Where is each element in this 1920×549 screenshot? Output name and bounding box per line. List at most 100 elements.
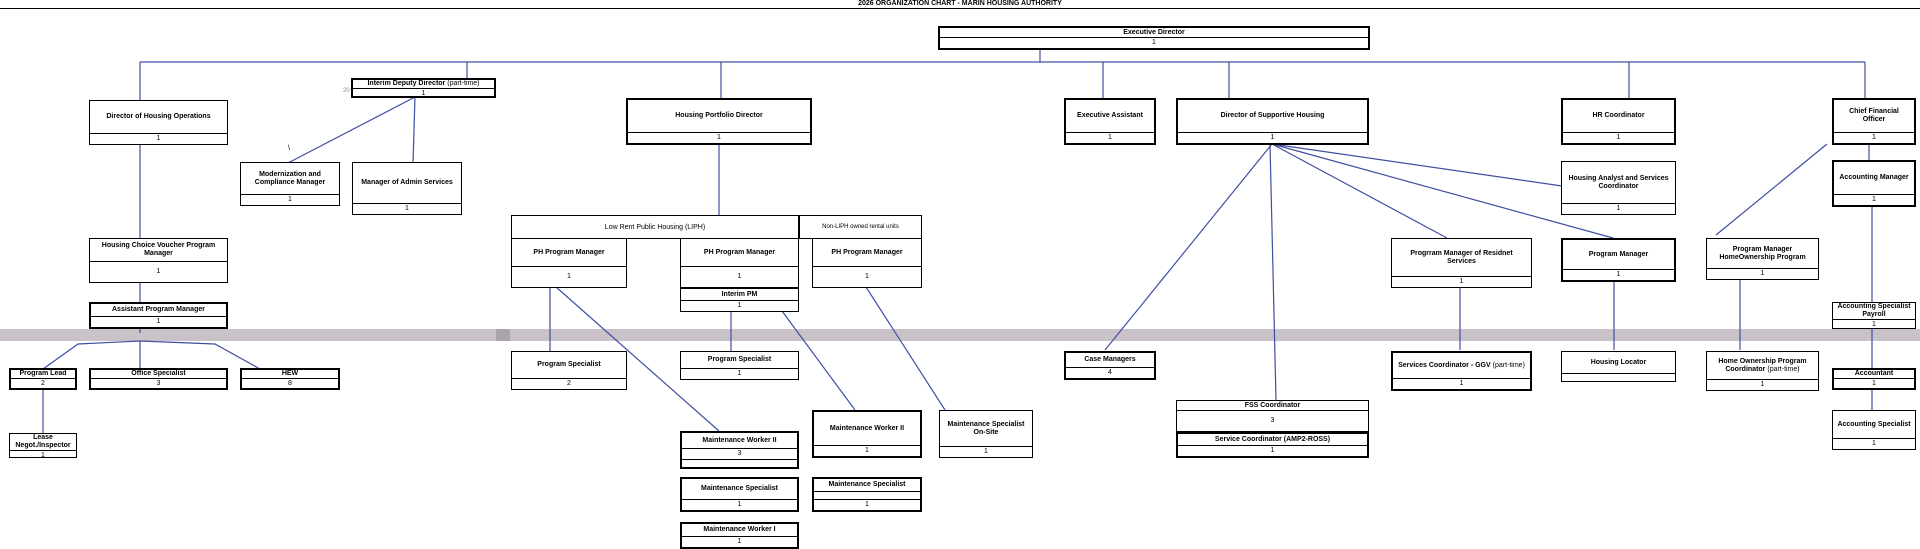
org-box-program-specialist-1: Program Specialist 2: [511, 351, 627, 390]
position-title: Maintenance Specialist: [700, 485, 779, 492]
position-note: (part-time): [1492, 361, 1525, 369]
connector: [1104, 143, 1614, 401]
org-box-accounting-specialist: Accounting Specialist 1: [1832, 410, 1916, 450]
position-count: 1: [353, 203, 461, 214]
position-title: Maintenance Specialist On-Site: [947, 420, 1025, 436]
position-count: 3: [91, 378, 226, 388]
org-box-executive-assistant: Executive Assistant 1: [1064, 98, 1156, 145]
position-title: Lease Negot./Inspector: [15, 434, 71, 449]
org-box-services-coordinator-ggv: Services Coordinator - GGV (part-time) 1: [1391, 351, 1532, 391]
position-title: Office Specialist: [131, 370, 186, 377]
position-count: 1: [813, 266, 921, 287]
position-title: HEW: [281, 370, 299, 377]
position-title: Director of Housing Operations: [106, 113, 211, 120]
position-count: 1: [90, 261, 227, 282]
org-box-cfo: Chief Financial Officer 1: [1832, 98, 1916, 145]
position-count: 1: [353, 88, 494, 98]
org-box-maintenance-specialist-onsite: Maintenance Specialist On-Site 1: [939, 410, 1033, 458]
position-count: 2: [512, 378, 626, 389]
position-title: Chief Financial Officer: [1849, 108, 1899, 123]
position-title: Accounting Specialist Payroll: [1837, 303, 1911, 318]
position-title: Services Coordinator - GGV (part-time): [1393, 353, 1530, 378]
org-box-ph-program-manager-3: PH Program Manager 1: [812, 238, 922, 288]
empty-row: [814, 491, 920, 499]
org-box-program-manager: Program Manager 1: [1561, 238, 1676, 282]
org-box-accounting-manager: Accounting Manager 1: [1832, 160, 1916, 207]
org-box-ph-program-manager-2: PH Program Manager 1: [680, 238, 799, 288]
position-count: 1: [1393, 378, 1530, 389]
org-box-admin-services-manager: Manager of Admin Services 1: [352, 162, 462, 215]
position-count: 1: [940, 446, 1032, 457]
org-box-maintenance-worker-ii-a: Maintenance Worker II 3: [680, 431, 799, 469]
position-count: 1: [1707, 379, 1818, 390]
chart-title: 2026 ORGANIZATION CHART - MARIN HOUSING …: [0, 0, 1920, 9]
org-box-fss-coordinator: FSS Coordinator 3: [1176, 400, 1369, 432]
position-title: HR Coordinator: [1592, 112, 1645, 119]
position-count: 1: [10, 450, 76, 460]
position-count: 8: [242, 378, 338, 388]
position-count: 3: [682, 448, 797, 459]
position-count: 1: [681, 300, 798, 311]
position-title: Program Specialist: [537, 361, 601, 368]
position-title: Service Coordinator (AMP2-ROSS): [1214, 435, 1331, 443]
org-box-executive-director: Executive Director 1: [938, 26, 1370, 50]
org-box-maintenance-worker-ii-b: Maintenance Worker II 1: [812, 410, 922, 458]
position-title: Accounting Manager: [1839, 174, 1909, 181]
org-box-modernization-manager: Modernization and Compliance Manager 1: [240, 162, 340, 206]
position-title: Maintenance Specialist: [828, 481, 906, 488]
org-box-service-coordinator-ross: Service Coordinator (AMP2-ROSS) 1: [1176, 432, 1369, 458]
org-box-accountant: Accountant 1: [1832, 368, 1916, 390]
connector: [1715, 143, 1873, 410]
org-box-interim-pm: Interim PM 1: [680, 288, 799, 312]
org-box-director-supportive-housing: Director of Supportive Housing 1: [1176, 98, 1369, 145]
position-title: Manager of Admin Services: [361, 179, 453, 186]
position-count: 1: [940, 37, 1368, 48]
position-count: 1: [241, 194, 339, 205]
org-box-maintenance-specialist-b: Maintenance Specialist 1: [812, 477, 922, 512]
position-count: 1: [1833, 319, 1915, 329]
position-count: 1: [1178, 132, 1367, 143]
position-count: 1: [628, 132, 810, 143]
position-count: 1: [1834, 378, 1914, 388]
org-box-program-specialist-2: Program Specialist 1: [680, 351, 799, 380]
connector: [287, 96, 416, 164]
org-box-housing-locator: Housing Locator: [1561, 351, 1676, 382]
org-box-hr-coordinator: HR Coordinator 1: [1561, 98, 1676, 145]
position-count: 1: [681, 368, 798, 379]
position-count: 1: [1563, 132, 1674, 143]
position-count: 1: [1562, 203, 1675, 214]
position-title: Maintenance Worker II: [702, 436, 777, 444]
position-title: PH Program Manager: [703, 248, 776, 256]
org-box-office-specialist: Office Specialist 3: [89, 368, 228, 390]
position-title-text: Services Coordinator - GGV: [1398, 361, 1491, 369]
position-count: 1: [1833, 438, 1915, 449]
position-count: 1: [512, 266, 626, 287]
position-title: Housing Portfolio Director: [675, 112, 763, 119]
position-count: 1: [90, 133, 227, 144]
group-header-liph: Low Rent Public Housing (LIPH): [511, 215, 799, 239]
stray-mark: \: [288, 145, 290, 152]
org-box-hew: HEW 8: [240, 368, 340, 390]
position-title: Maintenance Worker II: [829, 424, 905, 432]
org-box-assistant-program-manager: Assistant Program Manager 1: [89, 302, 228, 329]
position-title: Executive Director: [1123, 28, 1185, 36]
position-count: [1562, 373, 1675, 381]
org-box-program-lead: Program Lead 2: [9, 368, 77, 390]
position-title: Progrram Manager of Residnet Services: [1410, 249, 1513, 265]
position-title: FSS Coordinator: [1244, 401, 1301, 409]
position-count: 1: [1066, 132, 1154, 143]
connector: [139, 49, 1866, 100]
position-count: 4: [1066, 367, 1154, 378]
position-count: 1: [682, 536, 797, 547]
org-box-lease-negotiator: Lease Negot./Inspector 1: [9, 433, 77, 460]
position-title: Accounting Specialist: [1837, 420, 1911, 428]
position-count: 1: [1563, 269, 1674, 280]
org-box-director-housing-ops: Director of Housing Operations 1: [89, 100, 228, 145]
position-count: 1: [682, 499, 797, 510]
divider-band: [0, 329, 1920, 341]
org-box-hcv-program-manager: Housing Choice Voucher Program Manager 1: [89, 238, 228, 283]
position-count: 1: [1834, 194, 1914, 205]
position-title: Housing Locator: [1590, 358, 1647, 366]
org-box-maintenance-specialist-a: Maintenance Specialist 1: [680, 477, 799, 512]
